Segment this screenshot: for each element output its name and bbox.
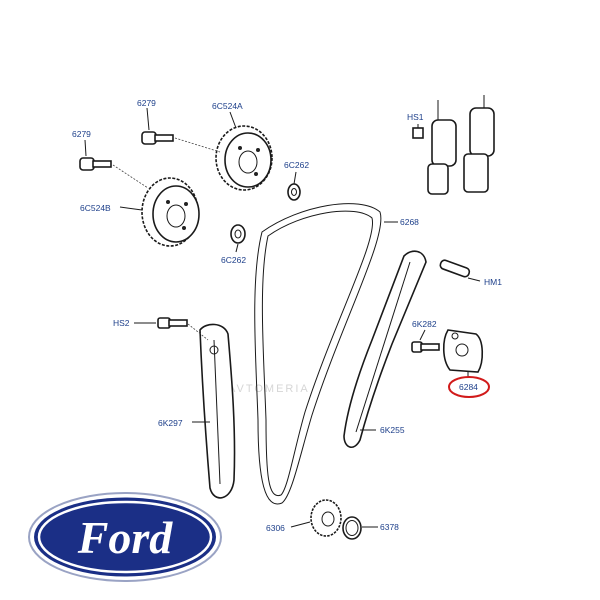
label-pin-hm1: HM1 — [484, 277, 502, 287]
chain-tensioner — [442, 329, 484, 373]
timing-chain — [254, 203, 382, 505]
label-sprocket-6c524a: 6C524A — [212, 101, 243, 111]
label-washer-6c262-upper: 6C262 — [284, 160, 309, 170]
label-bolt-6k282: 6K282 — [412, 319, 437, 329]
label-sprocket-6306: 6306 — [266, 523, 285, 533]
washer-6c262-upper — [287, 183, 301, 201]
bolt-6279-left — [79, 157, 149, 189]
label-sprocket-6c524b: 6C524B — [80, 203, 111, 213]
watermark-text: AVTOMERIA — [228, 383, 310, 395]
ford-logo-text: Ford — [77, 512, 174, 563]
bolt-hs2 — [157, 317, 209, 341]
label-guide-6k297: 6K297 — [158, 418, 183, 428]
label-bolt-6279-left: 6279 — [72, 129, 91, 139]
washer-6c262-lower — [230, 224, 246, 244]
label-chain-6268: 6268 — [400, 217, 419, 227]
label-washer-6c262-lower: 6C262 — [221, 255, 246, 265]
camshaft-sprocket-upper — [215, 125, 273, 191]
chain-guide-left — [199, 323, 236, 499]
camshaft-sprocket-left — [141, 177, 200, 247]
ford-logo: Ford — [28, 492, 222, 582]
crankshaft-sprocket — [310, 499, 342, 537]
label-bolt-hs1: HS1 — [407, 112, 424, 122]
leader-lines — [84, 107, 481, 528]
label-bolt-6279-upper: 6279 — [137, 98, 156, 108]
label-washer-6378: 6378 — [380, 522, 399, 532]
crankshaft-washer — [342, 516, 362, 540]
bolt-6k282 — [411, 341, 440, 353]
chain-guide-right — [343, 250, 427, 448]
label-guide-6k255: 6K255 — [380, 425, 405, 435]
vct-solenoid-right — [463, 95, 495, 193]
pin-hm1 — [439, 259, 471, 278]
bolt-6279-upper — [141, 131, 221, 153]
vct-solenoid-left — [412, 100, 457, 195]
label-tensioner-6284: 6284 — [459, 382, 478, 392]
label-bolt-hs2: HS2 — [113, 318, 130, 328]
highlight-circle — [448, 376, 490, 398]
